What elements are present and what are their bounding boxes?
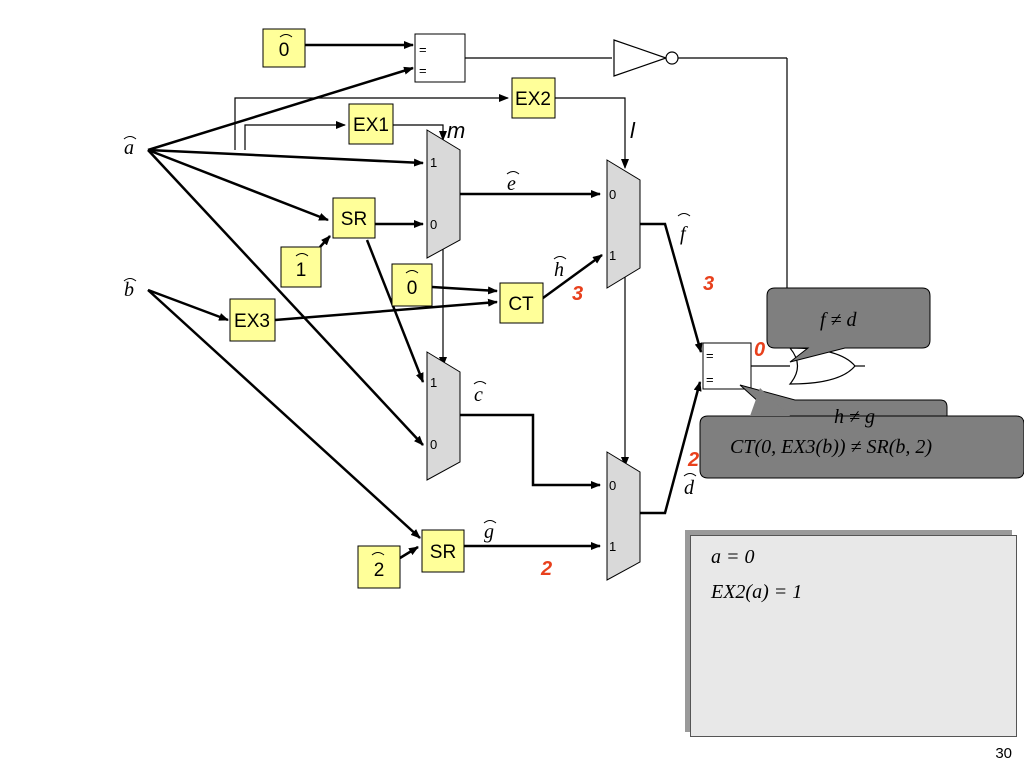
callout-ct-ne-sr [699,415,1024,479]
signal-h-label: h [554,259,564,281]
mux4-in1-label: 1 [609,539,616,554]
signal-l-label: l [630,118,636,143]
sr-upper-box [332,197,376,239]
cmp-top-eq-sign-1: = [419,42,427,57]
signal-f-label: f [680,223,688,245]
h-value-annotation: 3 [572,283,583,305]
sr-lower-box [421,529,465,573]
ex2-box [511,77,556,119]
comparator-top [414,33,466,83]
signal-c-label: c [474,384,483,406]
cmp-value-annotation: 0 [754,339,765,361]
wire-ex1-to-mux1-sel [393,124,447,141]
ex1-box [348,103,394,145]
const-zero-top-label: 0 [279,40,290,61]
sr-upper-label: SR [341,209,367,230]
info-line-ex2: EX2(a) = 1 [711,581,803,603]
mux3-in1-label: 1 [430,375,437,390]
info-line-a: a = 0 [711,546,755,568]
wire-a-to-mux3-in0 [147,149,424,446]
ct-box [499,282,544,324]
cmp-top-eq-sign-2: = [419,63,427,78]
signal-e-label: e [507,173,516,195]
signal-a-label: a [124,137,134,159]
mux-2 [606,159,641,289]
ex1-label: EX1 [353,115,389,136]
wire-a-to-sr-upper [147,148,329,222]
mux2-in1-label: 1 [609,248,616,263]
const-zero-top-box [262,28,306,68]
wire-h [542,253,603,300]
g-value-annotation: 2 [540,558,552,580]
wire-ex2-to-mux2-sel [555,97,629,169]
wire-f [640,222,703,353]
signal-m-label: m [447,118,465,143]
f-value-annotation: 3 [703,273,714,295]
signal-b-label: b [124,279,134,301]
signal-d-label: d [684,477,695,499]
wire-const0-to-ct [431,285,498,295]
wire-ex3-to-ct [274,298,498,322]
const-two-label: 2 [374,560,385,581]
mux-1 [426,129,461,259]
hat-marks [123,34,697,556]
callout-f-ne-d [766,287,931,363]
mux3-in0-label: 0 [430,437,437,452]
const-zero-ct-label: 0 [407,278,418,299]
mux1-in0-label: 0 [430,217,437,232]
mux1-in1-label: 1 [430,155,437,170]
callout-f-ne-d-text: f ≠ d [820,309,858,331]
wire-d [640,381,702,515]
mux4-in0-label: 0 [609,478,616,493]
wire-a-to-cmp-top [147,66,414,152]
not-gate-bubble [665,51,679,65]
wire-const2-to-sr [399,545,419,560]
wires [147,41,788,560]
ex3-box [229,298,276,342]
wire-b-to-ex3 [147,288,229,322]
sr-lower-label: SR [430,542,456,563]
mux-3 [426,351,461,481]
wire-a-to-ex1 [244,121,346,150]
slide-number: 30 [995,745,1012,762]
callout-ct-ne-sr-text: CT(0, EX3(b)) ≠ SR(b, 2) [730,436,932,458]
ex2-label: EX2 [515,89,551,110]
ct-label: CT [508,294,534,315]
not-gate [613,39,668,77]
mux-4 [606,451,641,581]
wire-b-to-sr-lower [147,289,421,539]
muxes [426,129,641,581]
d-value-annotation: 2 [687,449,699,471]
comparator-bottom [702,342,752,390]
cmp-bottom-eq-sign-2: = [706,372,714,387]
cmp-bottom-eq-sign-1: = [706,348,714,363]
info-box: a = 0 EX2(a) = 1 [690,535,1017,737]
wire-const1-to-sr [319,235,331,248]
wire-c [460,413,601,489]
signal-g-label: g [484,521,494,543]
wire-a-to-mux1-in1 [147,148,424,167]
const-one-label: 1 [296,260,307,281]
mux2-in0-label: 0 [609,187,616,202]
ex3-label: EX3 [234,311,270,332]
wire-a-to-ex2 [234,94,509,150]
callout-h-ne-g-text: h ≠ g [834,406,875,428]
